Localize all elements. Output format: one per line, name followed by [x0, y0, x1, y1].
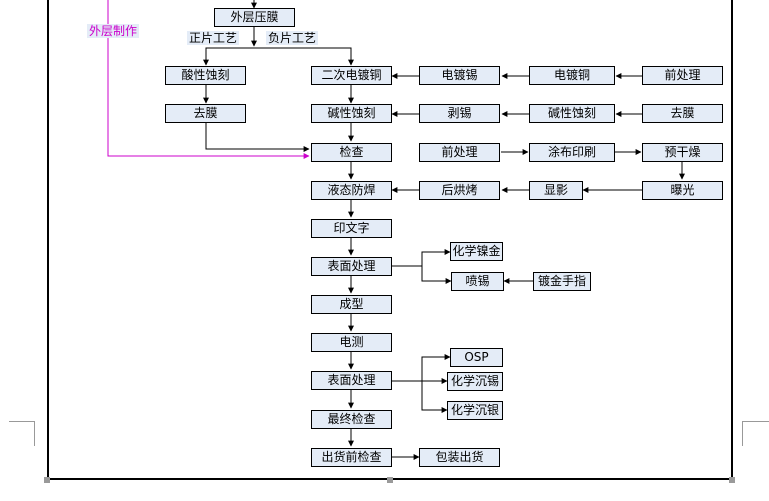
node-enig[interactable]: 化学镍金 — [450, 242, 503, 261]
node-developing[interactable]: 显影 — [529, 181, 583, 200]
node-pretreatment-2[interactable]: 前处理 — [419, 143, 500, 162]
node-osp[interactable]: OSP — [450, 348, 503, 367]
node-inspection[interactable]: 检查 — [311, 143, 392, 162]
node-exposure[interactable]: 曝光 — [642, 181, 723, 200]
node-electrical-test[interactable]: 电测 — [311, 333, 392, 352]
node-legend-printing[interactable]: 印文字 — [311, 219, 392, 238]
node-packing-shipment[interactable]: 包装出货 — [419, 448, 500, 467]
node-immersion-tin[interactable]: 化学沉锡 — [447, 372, 503, 391]
edge-branch-penxi — [421, 266, 452, 284]
edge-branch-huaxuenie — [421, 249, 451, 266]
node-acid-etching[interactable]: 酸性蚀刻 — [165, 66, 246, 85]
node-pretreatment-1[interactable]: 前处理 — [642, 66, 723, 85]
edge-branch-osp — [421, 354, 451, 381]
node-second-copper-plating[interactable]: 二次电镀铜 — [311, 66, 392, 85]
edge-branch-chenyin — [421, 381, 448, 413]
node-strip-film-right[interactable]: 去膜 — [642, 104, 723, 123]
node-tin-stripping[interactable]: 剥锡 — [419, 104, 500, 123]
label-negative-process: 负片工艺 — [266, 31, 319, 45]
crop-mark-right-h — [742, 421, 769, 422]
node-outer-lamination[interactable]: 外层压膜 — [214, 8, 295, 27]
node-routing[interactable]: 成型 — [311, 295, 392, 314]
edge-qumo1-jiancha — [205, 123, 310, 152]
node-pre-drying[interactable]: 预干燥 — [642, 143, 723, 162]
node-pre-shipment-inspection[interactable]: 出货前检查 — [311, 448, 392, 467]
node-alkaline-etching[interactable]: 碱性蚀刻 — [311, 104, 392, 123]
label-positive-process: 正片工艺 — [187, 31, 240, 45]
crop-mark-right-v — [742, 421, 743, 446]
crop-mark-left-h — [9, 421, 34, 422]
edge-split-left — [203, 47, 254, 66]
edge-split-right — [254, 47, 354, 66]
node-immersion-silver[interactable]: 化学沉银 — [447, 401, 503, 420]
node-surface-treatment-1[interactable]: 表面处理 — [311, 257, 392, 276]
crop-mark-left-v — [34, 421, 35, 446]
label-outer-layer: 外层制作 — [87, 24, 140, 38]
node-alkaline-etching-2[interactable]: 碱性蚀刻 — [529, 104, 615, 123]
node-post-baking[interactable]: 后烘烤 — [419, 181, 500, 200]
node-coating-printing[interactable]: 涂布印刷 — [529, 143, 615, 162]
resize-handle-bottom-left[interactable] — [44, 477, 50, 483]
node-gold-finger[interactable]: 镀金手指 — [533, 272, 591, 291]
node-final-inspection[interactable]: 最终检查 — [311, 410, 392, 429]
resize-handle-bottom-right[interactable] — [729, 477, 735, 483]
node-copper-plating[interactable]: 电镀铜 — [529, 66, 615, 85]
node-strip-film-left[interactable]: 去膜 — [165, 104, 246, 123]
node-liquid-solder-mask[interactable]: 液态防焊 — [311, 181, 392, 200]
node-tin-plating[interactable]: 电镀锡 — [419, 66, 500, 85]
edge-outer-layer-loop — [107, 0, 310, 159]
node-hasl[interactable]: 喷锡 — [451, 272, 504, 291]
resize-handle-bottom-mid[interactable] — [387, 477, 393, 483]
node-surface-treatment-2[interactable]: 表面处理 — [311, 371, 392, 390]
